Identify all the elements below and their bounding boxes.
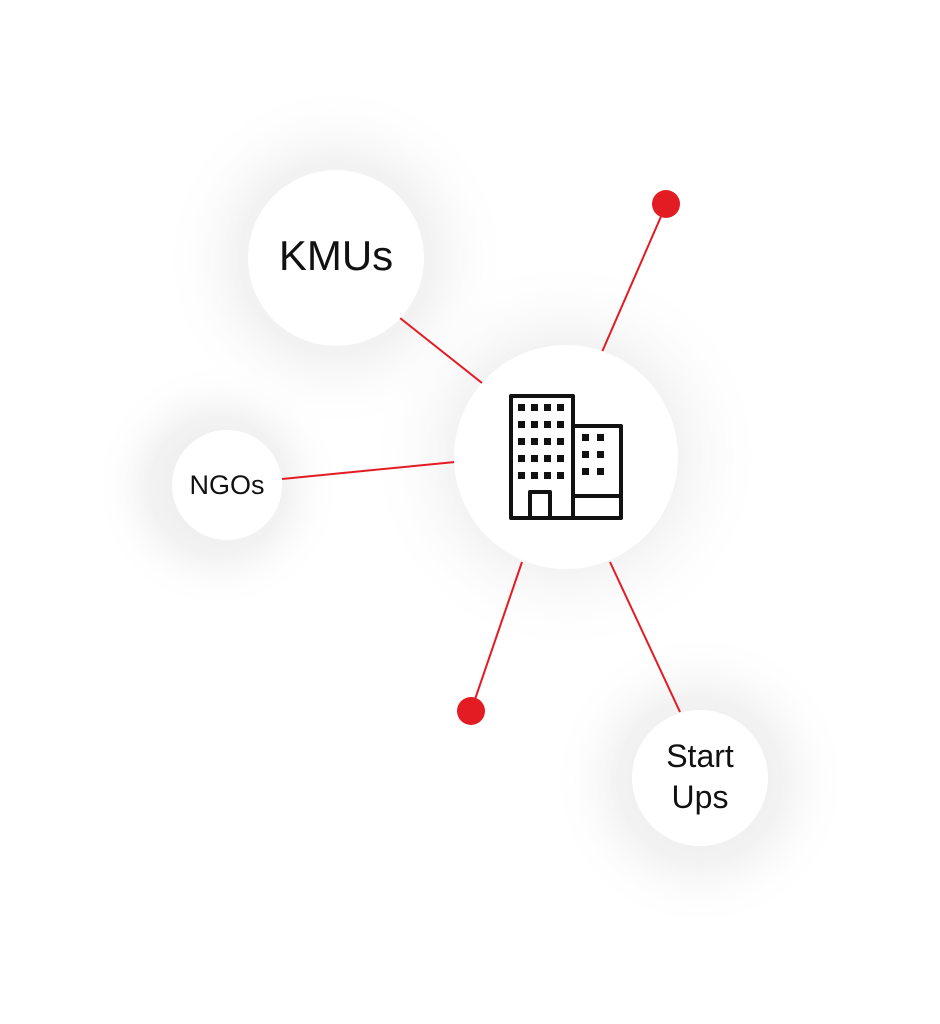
- connector-dot-bottom: [470, 561, 523, 712]
- connector-startups: [609, 561, 681, 713]
- node-center: [454, 345, 678, 569]
- endpoint-dot-top: [652, 190, 680, 218]
- node-startups-circle: [632, 710, 768, 846]
- node-kmus-label: KMUs: [279, 232, 393, 279]
- node-ngos-label: NGOs: [189, 470, 264, 500]
- connector-ngos: [281, 461, 456, 480]
- node-center-circle: [454, 345, 678, 569]
- node-ngos: NGOs: [172, 430, 282, 540]
- connector-kmus: [399, 317, 483, 384]
- node-startups-label-line1: Start: [666, 738, 734, 774]
- node-startups-label-line2: Ups: [672, 779, 729, 815]
- connector-dot-top: [601, 204, 667, 353]
- endpoint-dot-bottom: [457, 697, 485, 725]
- node-startups: Start Ups: [632, 710, 768, 846]
- node-kmus-circle: [248, 170, 424, 346]
- office-building-icon: [509, 394, 623, 520]
- node-kmus: KMUs: [248, 170, 424, 346]
- node-ngos-circle: [172, 430, 282, 540]
- connector-lines: [281, 204, 681, 713]
